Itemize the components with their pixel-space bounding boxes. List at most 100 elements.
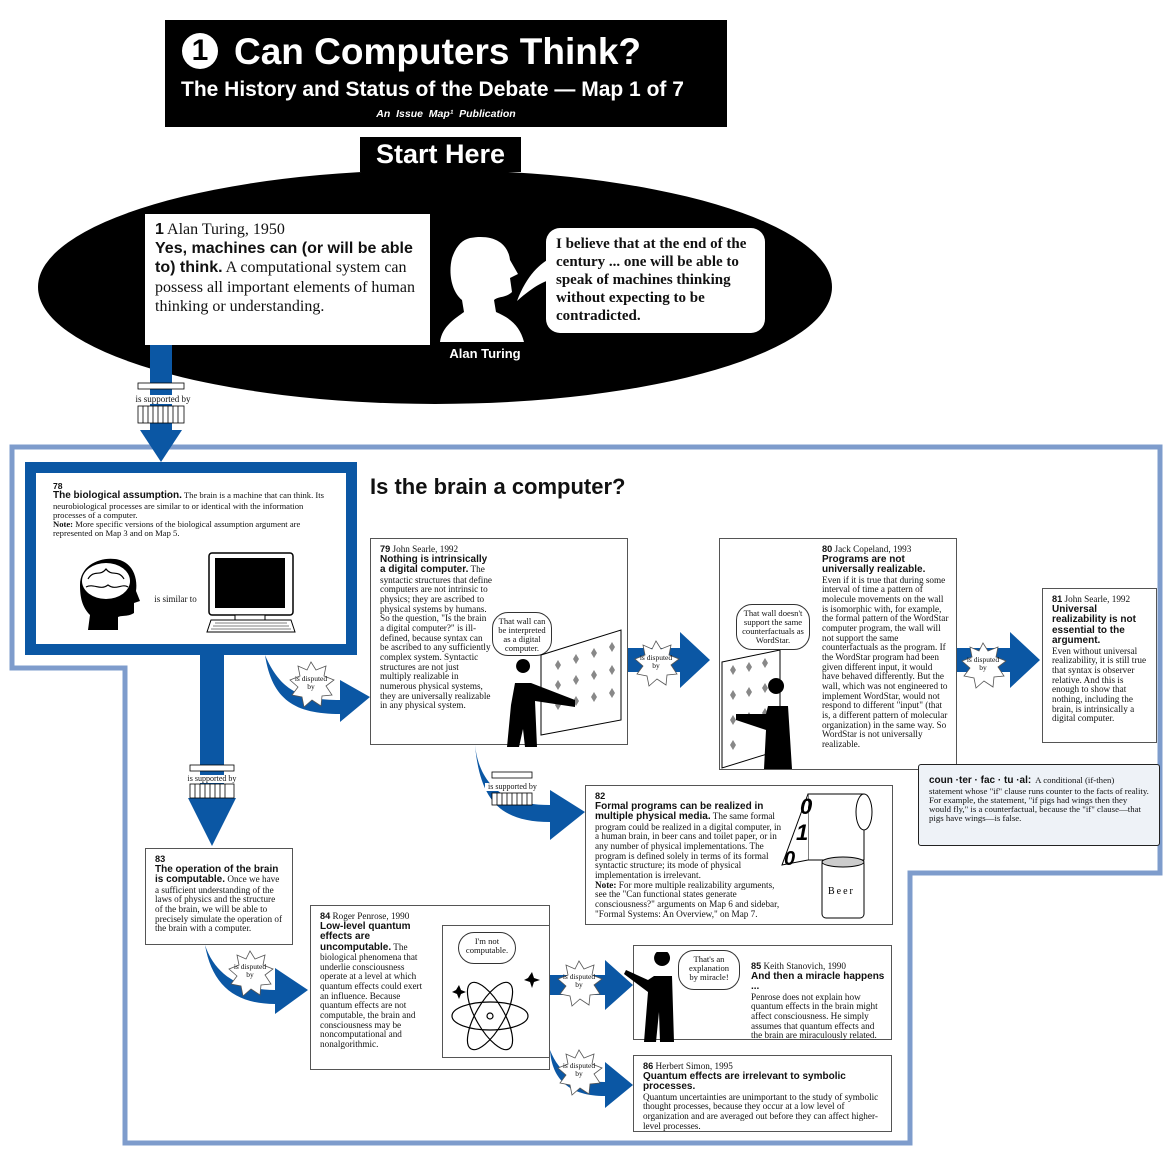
claim-81[interactable]: 81 John Searle, 1992 Universal realizabi… [1042,588,1157,743]
claim-author: Keith Stanovich, 1990 [763,961,846,971]
claim-number: 86 [643,1061,654,1071]
link-label-disputed: is disputed by [562,1061,596,1078]
map-title: Can Computers Think? [234,31,642,72]
burst-icon [634,640,680,687]
sidebar-definition: A conditional (if-then) statement whose … [929,775,1149,824]
map-subtitle: The History and Status of the Debate — M… [181,78,684,101]
claim-1-turing[interactable]: 1 Alan Turing, 1950 Yes, machines can (o… [145,214,430,345]
link-label-disputed: is disputed by [233,962,267,979]
claim-body: The same formal program could be realize… [595,811,782,880]
claim-body: The syntactic structures that define com… [380,564,492,711]
atom-icon [451,972,540,1051]
claim-headline: The biological assumption. [53,490,182,502]
digit-1: 1 [796,820,808,845]
speech-bubble: That's an explanation by miracle! [678,950,740,990]
claim-85[interactable]: 85 Keith Stanovich, 1990 And then a mira… [633,945,892,1040]
claim-body: A computational system can possess all i… [155,259,415,315]
claim-headline: And then a miracle happens ... [751,970,885,993]
pillar-icon-78-83 [189,764,235,799]
claim-headline: Formal programs can be realized in multi… [595,800,764,823]
claim-headline: Yes, machines can (or will be able to) t… [155,240,413,277]
note-label: Note: [53,518,74,529]
burst-icon [228,950,274,997]
map-header: 1 Can Computers Think? The History and S… [165,20,727,127]
arrow-78-83-head [188,798,236,846]
arrow-84-86 [550,1050,633,1108]
note-label: Note: [595,879,617,890]
support-arrow-head [140,430,182,462]
pillar-icon-79-82 [491,771,533,806]
claim-body: Once we have a sufficient understanding … [155,874,283,934]
quote-tail [517,257,553,301]
link-label-supported: is supported by [128,395,198,404]
turing-caption: Alan Turing [449,346,521,361]
claim-headline: The operation of the brain is computable… [155,863,279,886]
claim-body: Penrose does not explain how quantum eff… [751,991,878,1041]
claim-number: 81 [1052,594,1063,604]
publisher-line: An Issue Map¹ Publication [376,108,516,120]
arrow-78-79 [265,655,370,722]
link-label-supported: is supported by [186,774,238,783]
burst-icon [289,661,335,708]
claim-number: 80 [822,544,833,554]
claim-author: Jack Copeland, 1993 [834,544,912,554]
claim-number: 1 [155,221,164,238]
claim-number: 83 [155,854,166,864]
beer-label: Beer [828,886,855,897]
claim-body: The brain is a machine that can think. I… [53,490,324,520]
speech-bubble: I'm not computable. [458,932,516,964]
map-number-badge: 1 [182,33,218,69]
claim-headline: Programs are not universally realizable. [822,553,926,576]
claim-number: 84 [320,911,331,921]
link-label-disputed: is disputed by [639,653,673,670]
claim-number: 85 [751,961,762,971]
claim-author: Alan Turing, 1950 [167,221,285,238]
digit-0: 0 [784,848,795,870]
digit-0: 0 [800,794,813,819]
region-outline [9,444,1163,1146]
claim-author: John Searle, 1992 [1064,594,1131,604]
computer-icon [206,552,296,633]
claim-headline: Nothing is intrinsically a digital compu… [380,553,488,576]
pillar-icons [137,382,533,806]
pointing-man-silhouette-icon [624,952,674,1042]
claim-headline: Quantum effects are irrelevant to symbol… [643,1070,846,1093]
pillar-icon-turing [137,382,185,424]
note-text: For more multiple realizability argument… [595,879,780,919]
arrow-83-84 [205,945,308,1014]
claim-86[interactable]: 86 Herbert Simon, 1995 Quantum effects a… [633,1055,892,1132]
claim-78[interactable]: 78 The biological assumption. The brain … [36,473,346,644]
burst-icon [557,960,603,1007]
dispute-bursts [228,640,1007,1096]
similar-to-label: is similar to [154,594,197,604]
claim-body: Quantum uncertainties are unimportant to… [643,1091,879,1131]
link-label-disputed: is disputed by [294,674,328,691]
start-here-label: Start Here [360,137,521,172]
claim-83[interactable]: 83 The operation of the brain is computa… [145,848,293,945]
toilet-paper-and-beer-can-icon: 0 1 0 Beer [781,793,873,919]
claim-author: Herbert Simon, 1995 [655,1061,733,1071]
turing-quote-bubble: I believe that at the end of the century… [546,228,765,333]
link-label-supported: is supported by [485,783,540,791]
brain-head-icon [80,558,140,630]
claim-author: Roger Penrose, 1990 [332,911,410,921]
counterfactual-sidebar: coun ·ter · fac · tu ·al: A conditional … [918,764,1160,846]
support-arrow-shaft [150,345,172,440]
claim-number: 79 [380,544,391,554]
speech-bubble: That wall doesn't support the same count… [736,604,810,650]
burst-icon [961,642,1007,689]
claim-body: Even if it is true that during some inte… [822,574,949,749]
wall-and-pointing-man-icon [507,629,622,747]
claim-body: Even without universal realizability, it… [1052,645,1147,724]
link-label-disputed: is disputed by [562,972,596,989]
claim-author: John Searle, 1992 [392,544,459,554]
region-title: Is the brain a computer? [370,474,626,499]
burst-icon [557,1049,603,1096]
note-text: More specific versions of the biological… [53,518,301,538]
claim-number: 78 [53,481,63,491]
claim-body: The biological phenomena that underlie c… [320,941,423,1050]
speech-bubble: That wall can be interpreted as a digita… [492,612,552,656]
link-label-disputed: is disputed by [966,655,1000,672]
claim-headline: Universal realizability is not essential… [1052,603,1136,647]
claim-number: 82 [595,791,606,801]
